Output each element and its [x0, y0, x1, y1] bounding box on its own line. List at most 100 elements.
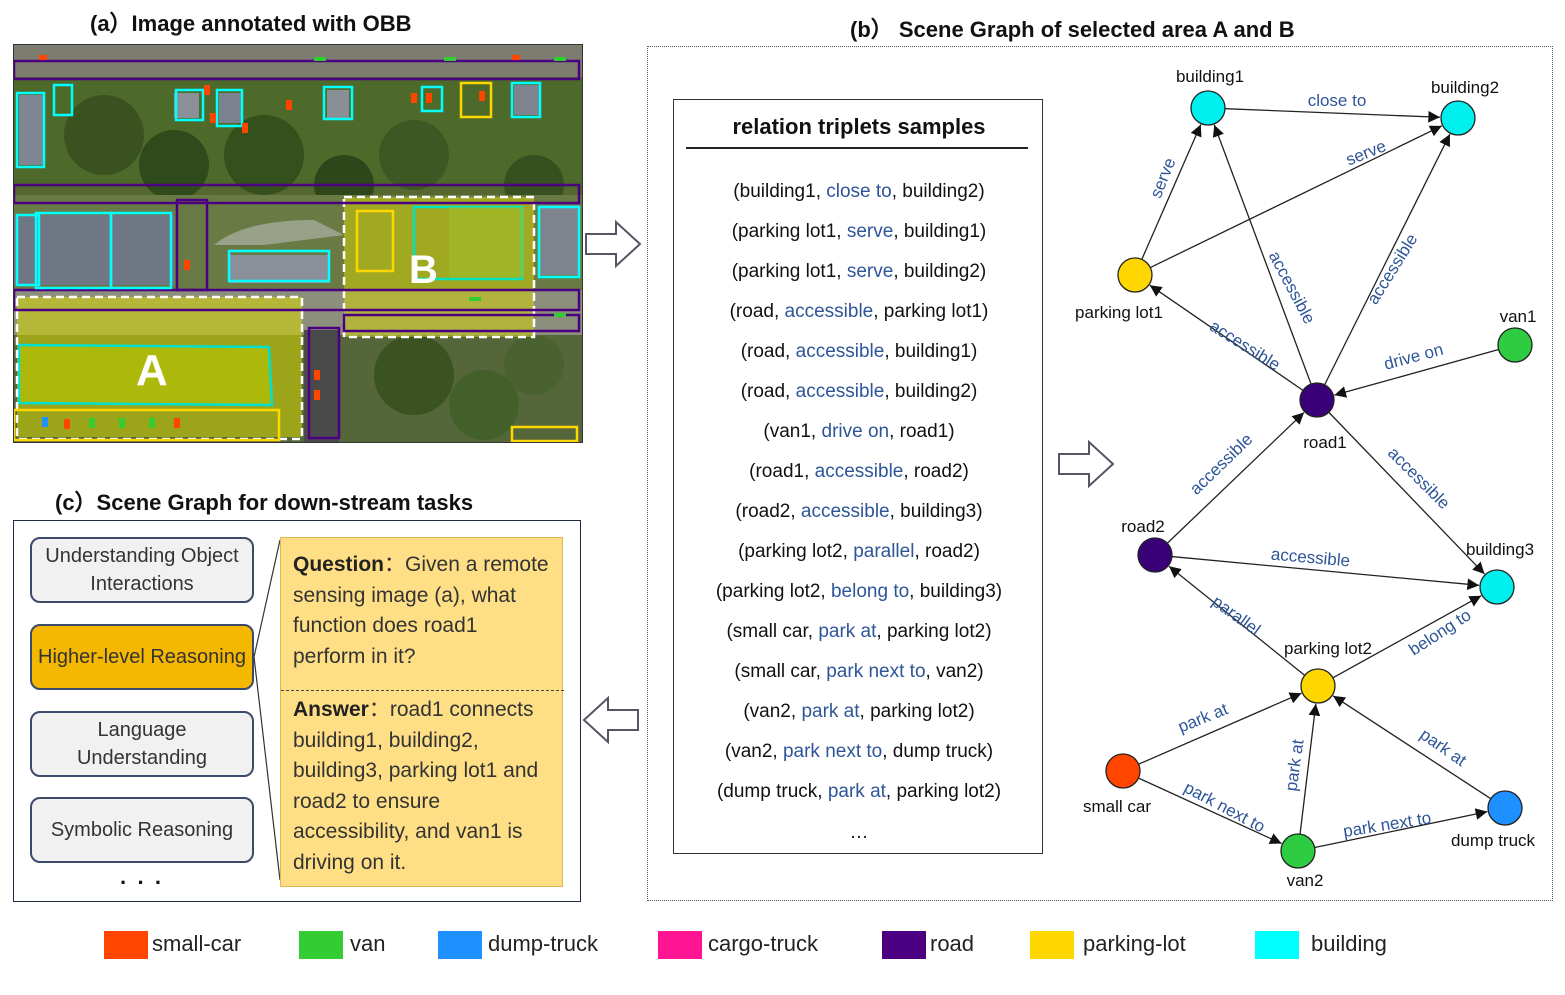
triplet-relation: park next to: [782, 741, 883, 762]
triplet-relation: parallel: [853, 541, 915, 562]
annotated-aerial-image: B A: [13, 44, 583, 443]
legend-label-small-car: small-car: [152, 931, 242, 956]
triplet-relation: accessible: [795, 381, 885, 402]
triplet-relation: accessible: [784, 301, 874, 322]
panel-a-title: (a）Image annotated with OBB: [90, 11, 412, 36]
legend-swatch-building: [1255, 931, 1299, 959]
graph-edge-label: serve: [1343, 136, 1389, 169]
graph-node-building2: [1440, 100, 1476, 136]
triplet-row: (dump truck, park at, parking lot2): [674, 781, 1044, 803]
triplet-relation: park at: [818, 621, 877, 642]
triplet-relation: drive on: [821, 421, 890, 442]
triplet-object: , van2): [925, 661, 984, 682]
triplet-object: , parking lot1): [873, 301, 989, 322]
graph-node-dump-truck: [1487, 790, 1523, 826]
triplet-object: , parking lot2): [885, 781, 1002, 802]
triplet-subject: (small car,: [726, 621, 819, 642]
answer-label: Answer: [293, 698, 369, 721]
graph-node-van2: [1280, 833, 1316, 869]
triplet-row: (road, accessible, building1): [674, 341, 1044, 363]
arrow-b-to-c: [582, 695, 639, 745]
triplet-relation: serve: [846, 261, 894, 282]
graph-edge: [1150, 125, 1443, 269]
legend-label-building: building: [1311, 931, 1387, 956]
triplet-object: , road2): [903, 461, 969, 482]
graph-edge: [1212, 124, 1312, 385]
triplet-object: , parking lot2): [876, 621, 992, 642]
graph-edge-label: accessible: [1265, 248, 1319, 327]
triplet-object: , building2): [891, 181, 985, 202]
graph-node-van1: [1497, 327, 1533, 363]
graph-node-label: building2: [1431, 78, 1499, 97]
triplet-row: (van2, park at, parking lot2): [674, 701, 1044, 723]
panel-b-title: (b） Scene Graph of selected area A and B: [850, 17, 1295, 42]
graph-node-label: dump truck: [1451, 831, 1536, 850]
task-item: Language Understanding: [30, 711, 254, 777]
triplet-object: , road2): [914, 541, 980, 562]
graph-edge-label: parallel: [1208, 592, 1264, 640]
area-a-label: A: [136, 346, 168, 395]
downstream-tasks-panel: [13, 520, 581, 902]
triplet-subject: (small car,: [734, 661, 827, 682]
arrow-a-to-b: [585, 219, 642, 269]
triplet-row: (road2, accessible, building3): [674, 501, 1044, 523]
question-text: ：Given a remote sensing image (a), what …: [293, 553, 549, 668]
graph-node-road2: [1137, 537, 1173, 573]
triplets-divider: [686, 147, 1028, 149]
triplet-object: , building2): [884, 381, 978, 402]
graph-edge: [1138, 777, 1282, 845]
triplet-subject: (road,: [729, 301, 785, 322]
triplet-subject: (van1,: [763, 421, 822, 442]
triplet-relation: accessible: [800, 501, 890, 522]
triplet-row: (parking lot2, parallel, road2): [674, 541, 1044, 563]
triplet-relation: accessible: [795, 341, 885, 362]
graph-edge-label: accessible: [1384, 443, 1454, 513]
triplet-row: (parking lot1, serve, building2): [674, 261, 1044, 283]
triplet-subject: (parking lot1,: [731, 261, 847, 282]
graph-node-label: small car: [1083, 797, 1151, 816]
task-connector-lines: [253, 539, 281, 881]
graph-node-label: road2: [1121, 517, 1164, 536]
triplet-object: , building2): [893, 261, 987, 282]
question-label: Question: [293, 553, 385, 576]
graph-node-label: parking lot2: [1284, 639, 1372, 658]
graph-edge-label: accessible: [1186, 430, 1256, 499]
qa-box: Question：Given a remote sensing image (a…: [280, 537, 564, 887]
graph-node-parking-lot1: [1117, 257, 1153, 293]
triplet-object: , building3): [909, 581, 1003, 602]
graph-node-label: van2: [1287, 871, 1324, 890]
triplets-title: relation triplets samples: [732, 114, 986, 139]
triplet-row: (parking lot2, belong to, building3): [674, 581, 1044, 603]
graph-edge: [1141, 124, 1202, 260]
task-item: Symbolic Reasoning: [30, 797, 254, 863]
question-block: Question：Given a remote sensing image (a…: [293, 550, 555, 672]
triplets-ellipsis: …: [849, 822, 869, 843]
triplet-relation: close to: [826, 181, 892, 202]
graph-edge-label: drive on: [1382, 340, 1445, 374]
triplet-relation: accessible: [814, 461, 904, 482]
triplet-subject: (parking lot2,: [738, 541, 854, 562]
task-item: Higher-level Reasoning: [30, 624, 254, 690]
legend-swatch-dump-truck: [438, 931, 482, 959]
legend-label-parking-lot: parking-lot: [1083, 931, 1186, 956]
legend-label-cargo-truck: cargo-truck: [708, 931, 819, 956]
triplet-relation: belong to: [830, 581, 910, 602]
graph-edge: [1332, 595, 1482, 679]
triplet-row: (small car, park next to, van2): [674, 661, 1044, 683]
triplet-row: (road1, accessible, road2): [674, 461, 1044, 483]
triplet-subject: (parking lot2,: [715, 581, 831, 602]
graph-node-label: road1: [1303, 433, 1346, 452]
legend-label-van: van: [350, 931, 386, 956]
graph-edge: [1138, 692, 1302, 765]
aerial-image-drawing: B A: [14, 45, 582, 442]
task-item: Understanding Object Interactions: [30, 537, 254, 603]
triplet-object: , building1): [884, 341, 978, 362]
triplet-relation: park at: [827, 781, 886, 802]
triplet-row: (road, accessible, parking lot1): [674, 301, 1044, 323]
triplet-subject: (road,: [740, 381, 796, 402]
answer-block: Answer：road1 connects building1, buildin…: [293, 695, 555, 878]
triplet-relation: park at: [801, 701, 860, 722]
graph-edge: [1171, 555, 1480, 591]
arrow-triplets-to-graph: [1058, 439, 1115, 489]
